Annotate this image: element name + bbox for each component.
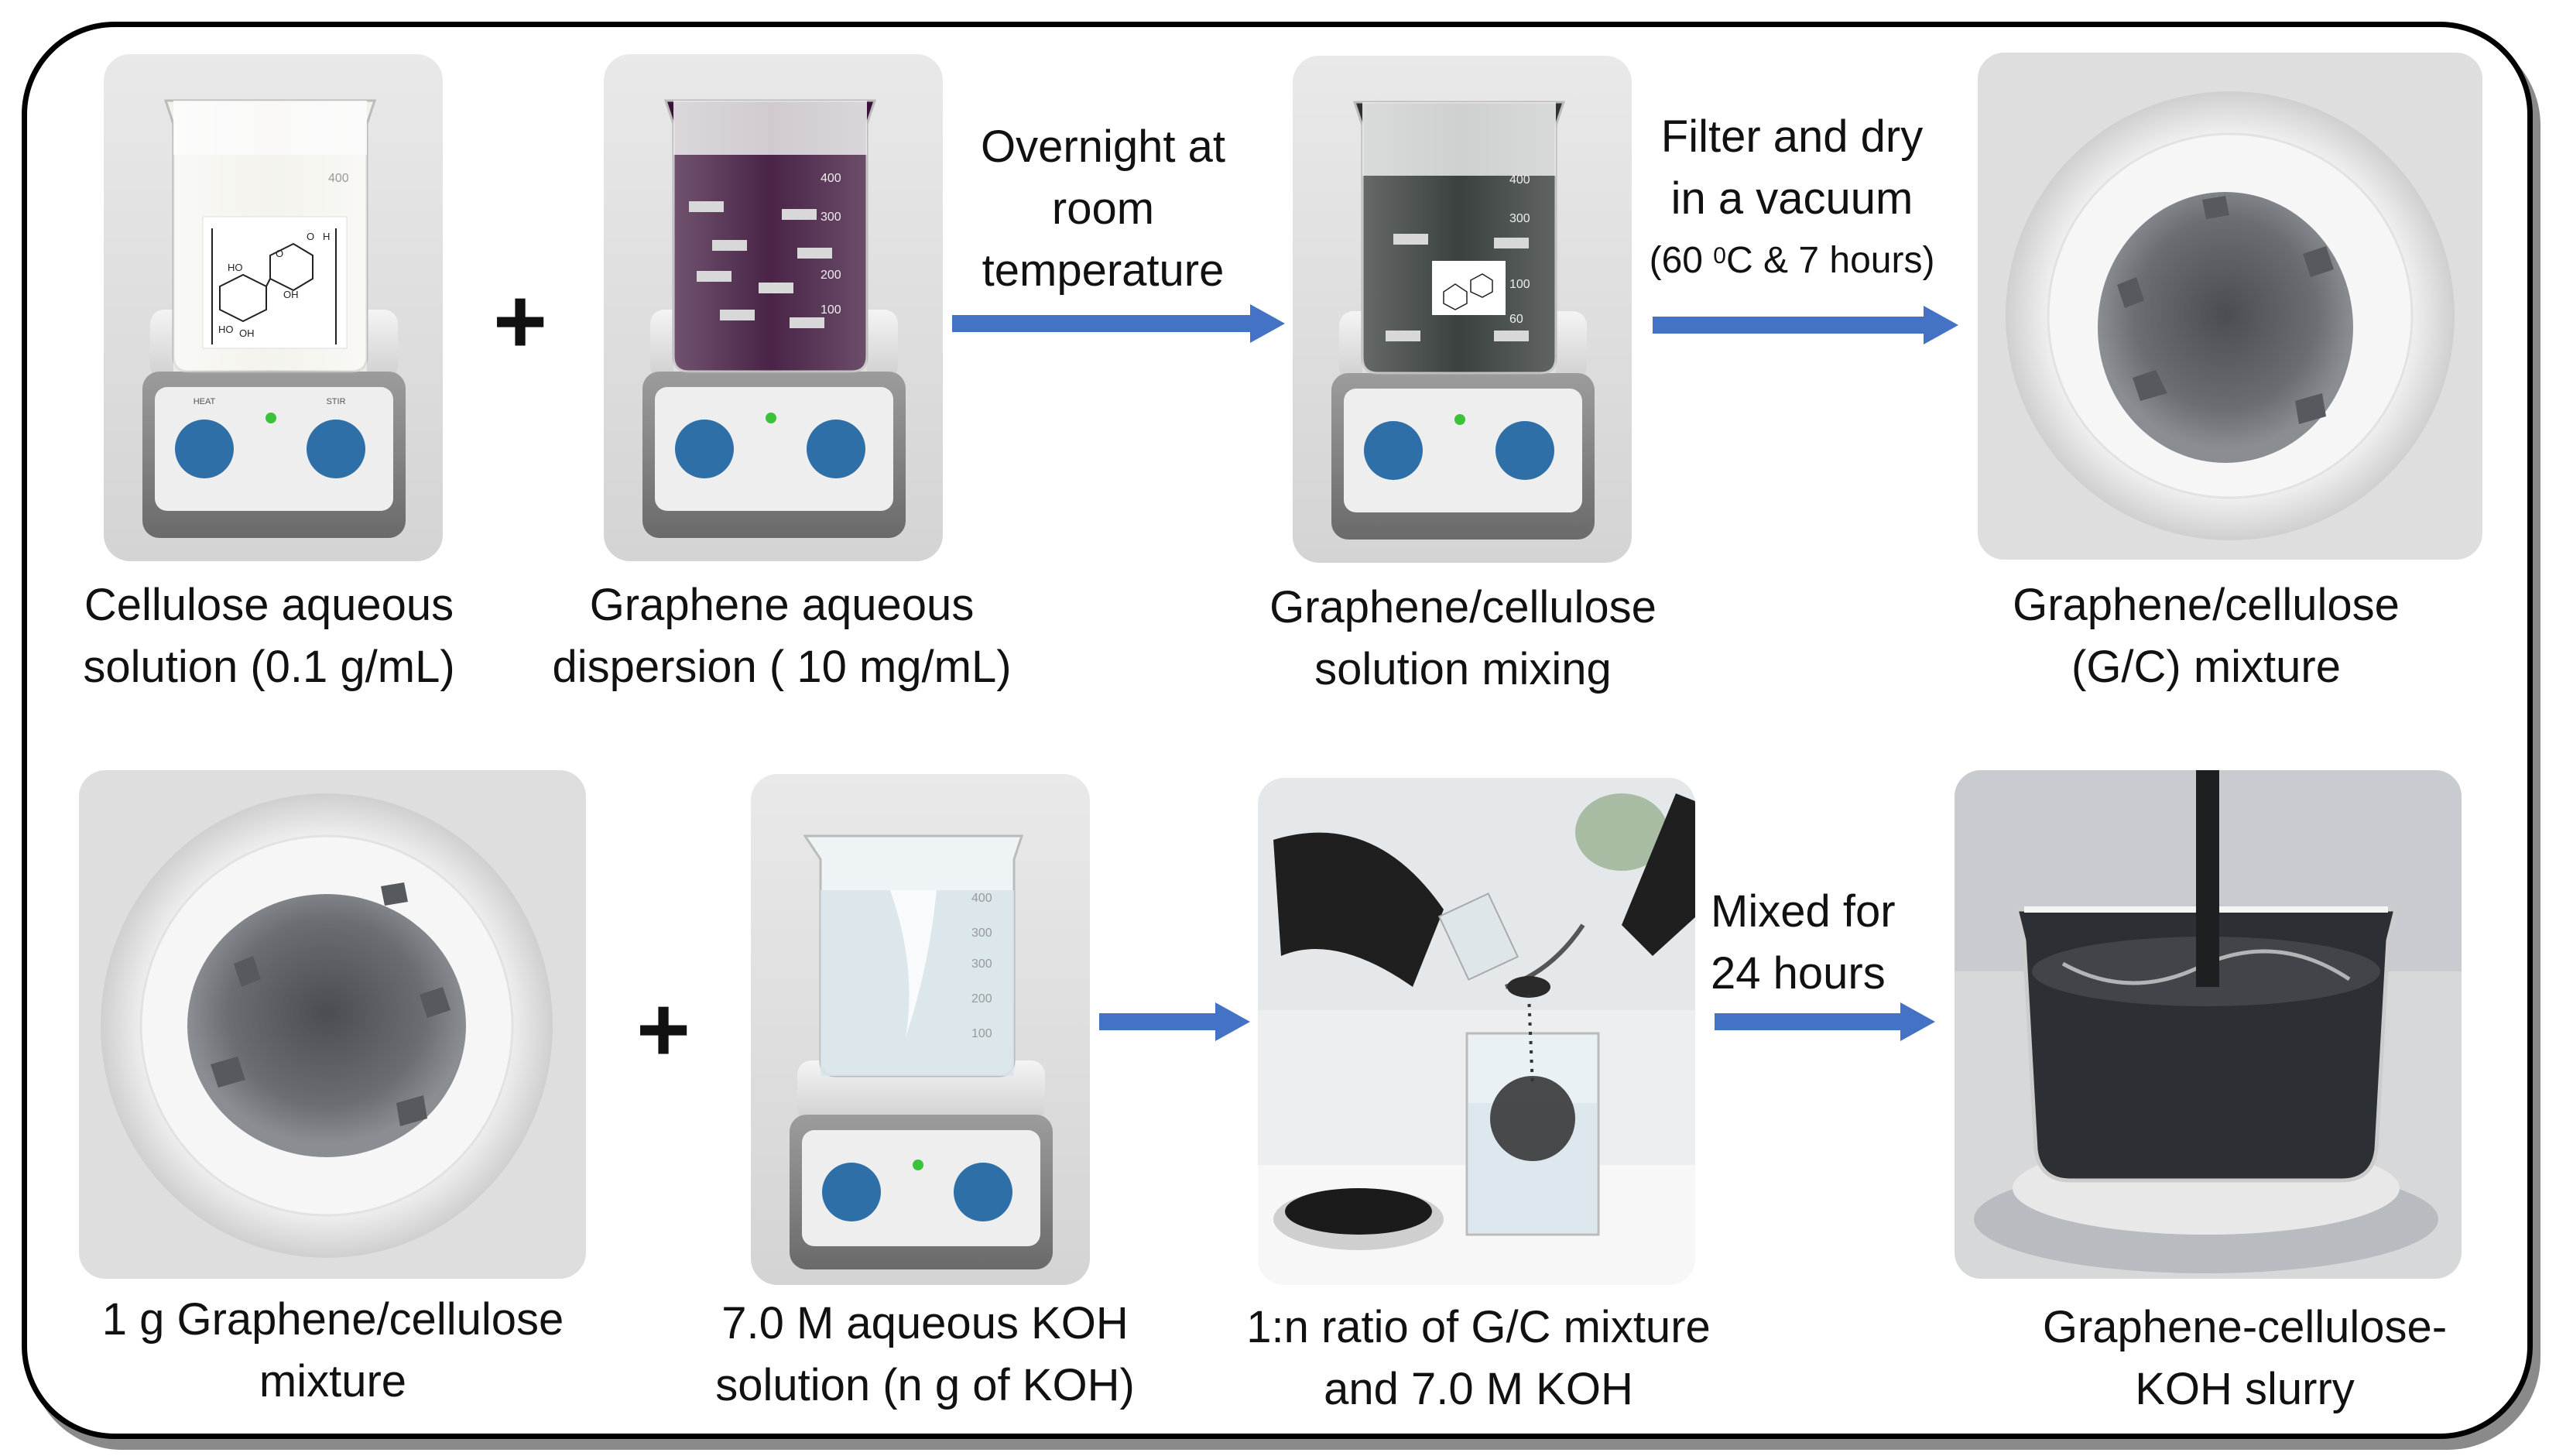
stirring-rod-icon xyxy=(2196,770,2219,987)
plus-sign: + xyxy=(493,269,548,373)
svg-text:OH: OH xyxy=(283,289,299,300)
svg-text:OH: OH xyxy=(239,327,255,339)
koh-caption: 7.0 M aqueous KOH solution (n g of KOH) xyxy=(715,1298,1135,1410)
beaker-mark: 300 xyxy=(971,927,992,940)
slurry-caption: Graphene-cellulose- KOH slurry xyxy=(2042,1302,2448,1414)
process-arrow xyxy=(1715,1002,1935,1041)
cellulose-caption: Cellulose aqueous solution (0.1 g/mL) xyxy=(83,580,455,692)
gc-mixture-plate-photo xyxy=(1978,53,2482,560)
cellulose-structure-image xyxy=(1432,261,1506,315)
stir-knob-icon xyxy=(1495,421,1554,480)
mixing-beaker-photo: 400 300 100 60 xyxy=(1293,56,1632,563)
beaker-mark: 60 xyxy=(1509,313,1523,326)
beaker-mark: 100 xyxy=(821,303,841,317)
step-label-mixed: Mixed for 24 hours xyxy=(1711,886,1896,999)
beaker-mark: 400 xyxy=(821,172,841,185)
beaker-mark: 100 xyxy=(1509,278,1530,291)
gloved-hand-icon xyxy=(1622,793,1695,956)
beaker-mark: 400 xyxy=(328,172,349,185)
koh-beaker-photo: 400 300 300 200 100 xyxy=(751,774,1090,1285)
powder-caption: 1 g Graphene/cellulose mixture xyxy=(101,1294,564,1406)
step-label-overnight: Overnight at room temperature xyxy=(981,122,1225,296)
svg-text:O: O xyxy=(276,248,283,259)
heat-knob-icon xyxy=(175,420,234,478)
beaker-mark: 200 xyxy=(971,992,992,1005)
power-led-icon xyxy=(766,413,776,423)
graphene-beaker-photo: 400 300 200 100 xyxy=(604,54,943,561)
step-label-filter-dry: Filter and dry in a vacuum (60 0C & 7 ho… xyxy=(1649,111,1935,281)
gloved-hand-icon xyxy=(1273,832,1444,987)
svg-text:HO: HO xyxy=(228,262,243,273)
heat-knob-icon xyxy=(675,420,734,478)
beaker-mark: 200 xyxy=(821,269,841,282)
gc-mixture-caption: Graphene/cellulose (G/C) mixture xyxy=(2013,580,2400,692)
beaker-mark: 300 xyxy=(971,958,992,971)
power-led-icon xyxy=(1454,414,1465,425)
ratio-mixing-photo xyxy=(1258,778,1695,1285)
slurry-beaker-photo xyxy=(1955,770,2462,1279)
stir-knob-icon xyxy=(807,420,865,478)
svg-text:H: H xyxy=(323,231,330,242)
ratio-caption: 1:n ratio of G/C mixture and 7.0 M KOH xyxy=(1246,1302,1711,1414)
cellulose-beaker-photo: HEAT STIR 400 HO OH HO O OH O H xyxy=(104,54,443,561)
stir-knob-icon xyxy=(307,420,365,478)
heat-knob-icon xyxy=(822,1163,881,1221)
process-arrow xyxy=(952,304,1285,343)
power-led-icon xyxy=(266,413,276,423)
beaker-mark: 300 xyxy=(1509,212,1530,225)
heat-label: HEAT xyxy=(194,397,216,406)
beaker-mark: 400 xyxy=(971,892,992,905)
power-led-icon xyxy=(913,1160,923,1170)
graphene-caption: Graphene aqueous dispersion ( 10 mg/mL) xyxy=(552,580,1012,692)
heat-knob-icon xyxy=(1364,421,1423,480)
mixing-caption: Graphene/cellulose solution mixing xyxy=(1269,582,1657,694)
beaker-mark: 300 xyxy=(821,211,841,224)
svg-text:HO: HO xyxy=(218,324,234,335)
plus-sign: + xyxy=(636,978,691,1081)
process-arrow xyxy=(1099,1002,1250,1041)
stir-label: STIR xyxy=(326,397,345,406)
beaker-mark: 100 xyxy=(971,1027,992,1040)
powder-plate-photo xyxy=(79,770,586,1279)
stir-knob-icon xyxy=(954,1163,1012,1221)
beaker-mark: 400 xyxy=(1509,173,1530,187)
svg-text:O: O xyxy=(307,231,314,242)
process-arrow xyxy=(1653,306,1958,344)
